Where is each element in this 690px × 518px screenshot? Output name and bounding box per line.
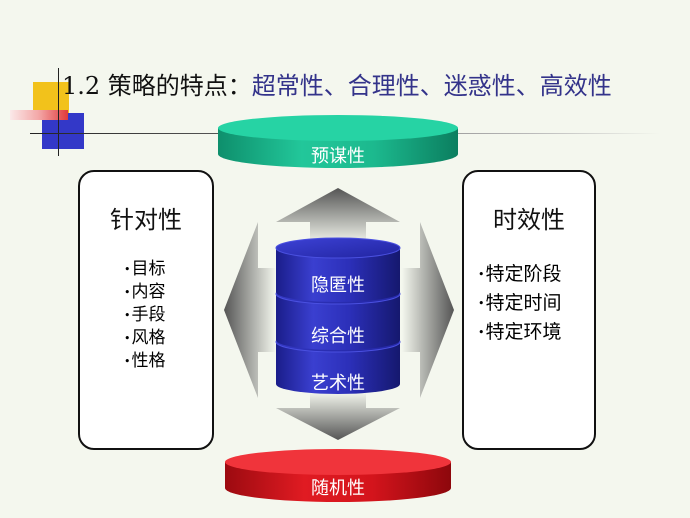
- bottom-disc-label: 随机性: [311, 478, 365, 499]
- decor-red-bar: [10, 110, 68, 120]
- left-box: 针对性 目标 内容 手段 风格 性格: [78, 170, 214, 450]
- title-main: 1.2 策略的特点：: [62, 72, 252, 100]
- list-item: 目标: [124, 258, 166, 281]
- arrow-right-icon: [402, 222, 454, 398]
- left-box-list: 目标 内容 手段 风格 性格: [124, 258, 166, 373]
- right-box-list: 特定阶段 特定时间 特定环境: [478, 260, 562, 347]
- arrow-left-icon: [224, 222, 276, 398]
- list-item: 特定阶段: [478, 260, 562, 289]
- list-item: 性格: [124, 350, 166, 373]
- cylinder-stack: [275, 237, 401, 394]
- list-item: 风格: [124, 327, 166, 350]
- list-item: 内容: [124, 281, 166, 304]
- list-item: 手段: [124, 304, 166, 327]
- arrow-down-icon: [276, 392, 400, 440]
- cylinder-layer-3-label: 艺术性: [311, 373, 365, 394]
- left-box-title: 针对性: [110, 206, 182, 234]
- bottom-disc: [225, 449, 451, 502]
- arrow-up-icon: [276, 188, 400, 244]
- slide-title: 1.2 策略的特点：超常性、合理性、迷惑性、高效性: [62, 66, 612, 101]
- list-item: 特定环境: [478, 318, 562, 347]
- cylinder-layer-1-label: 隐匿性: [311, 275, 365, 296]
- top-disc: [218, 115, 458, 168]
- right-box-title: 时效性: [493, 206, 565, 234]
- title-subtitle: 超常性、合理性、迷惑性、高效性: [251, 72, 612, 100]
- decor-vertical-line: [58, 68, 59, 156]
- cylinder-layer-2-label: 综合性: [311, 326, 365, 347]
- list-item: 特定时间: [478, 289, 562, 318]
- top-disc-label: 预谋性: [311, 146, 365, 167]
- right-box: 时效性 特定阶段 特定时间 特定环境: [462, 170, 596, 450]
